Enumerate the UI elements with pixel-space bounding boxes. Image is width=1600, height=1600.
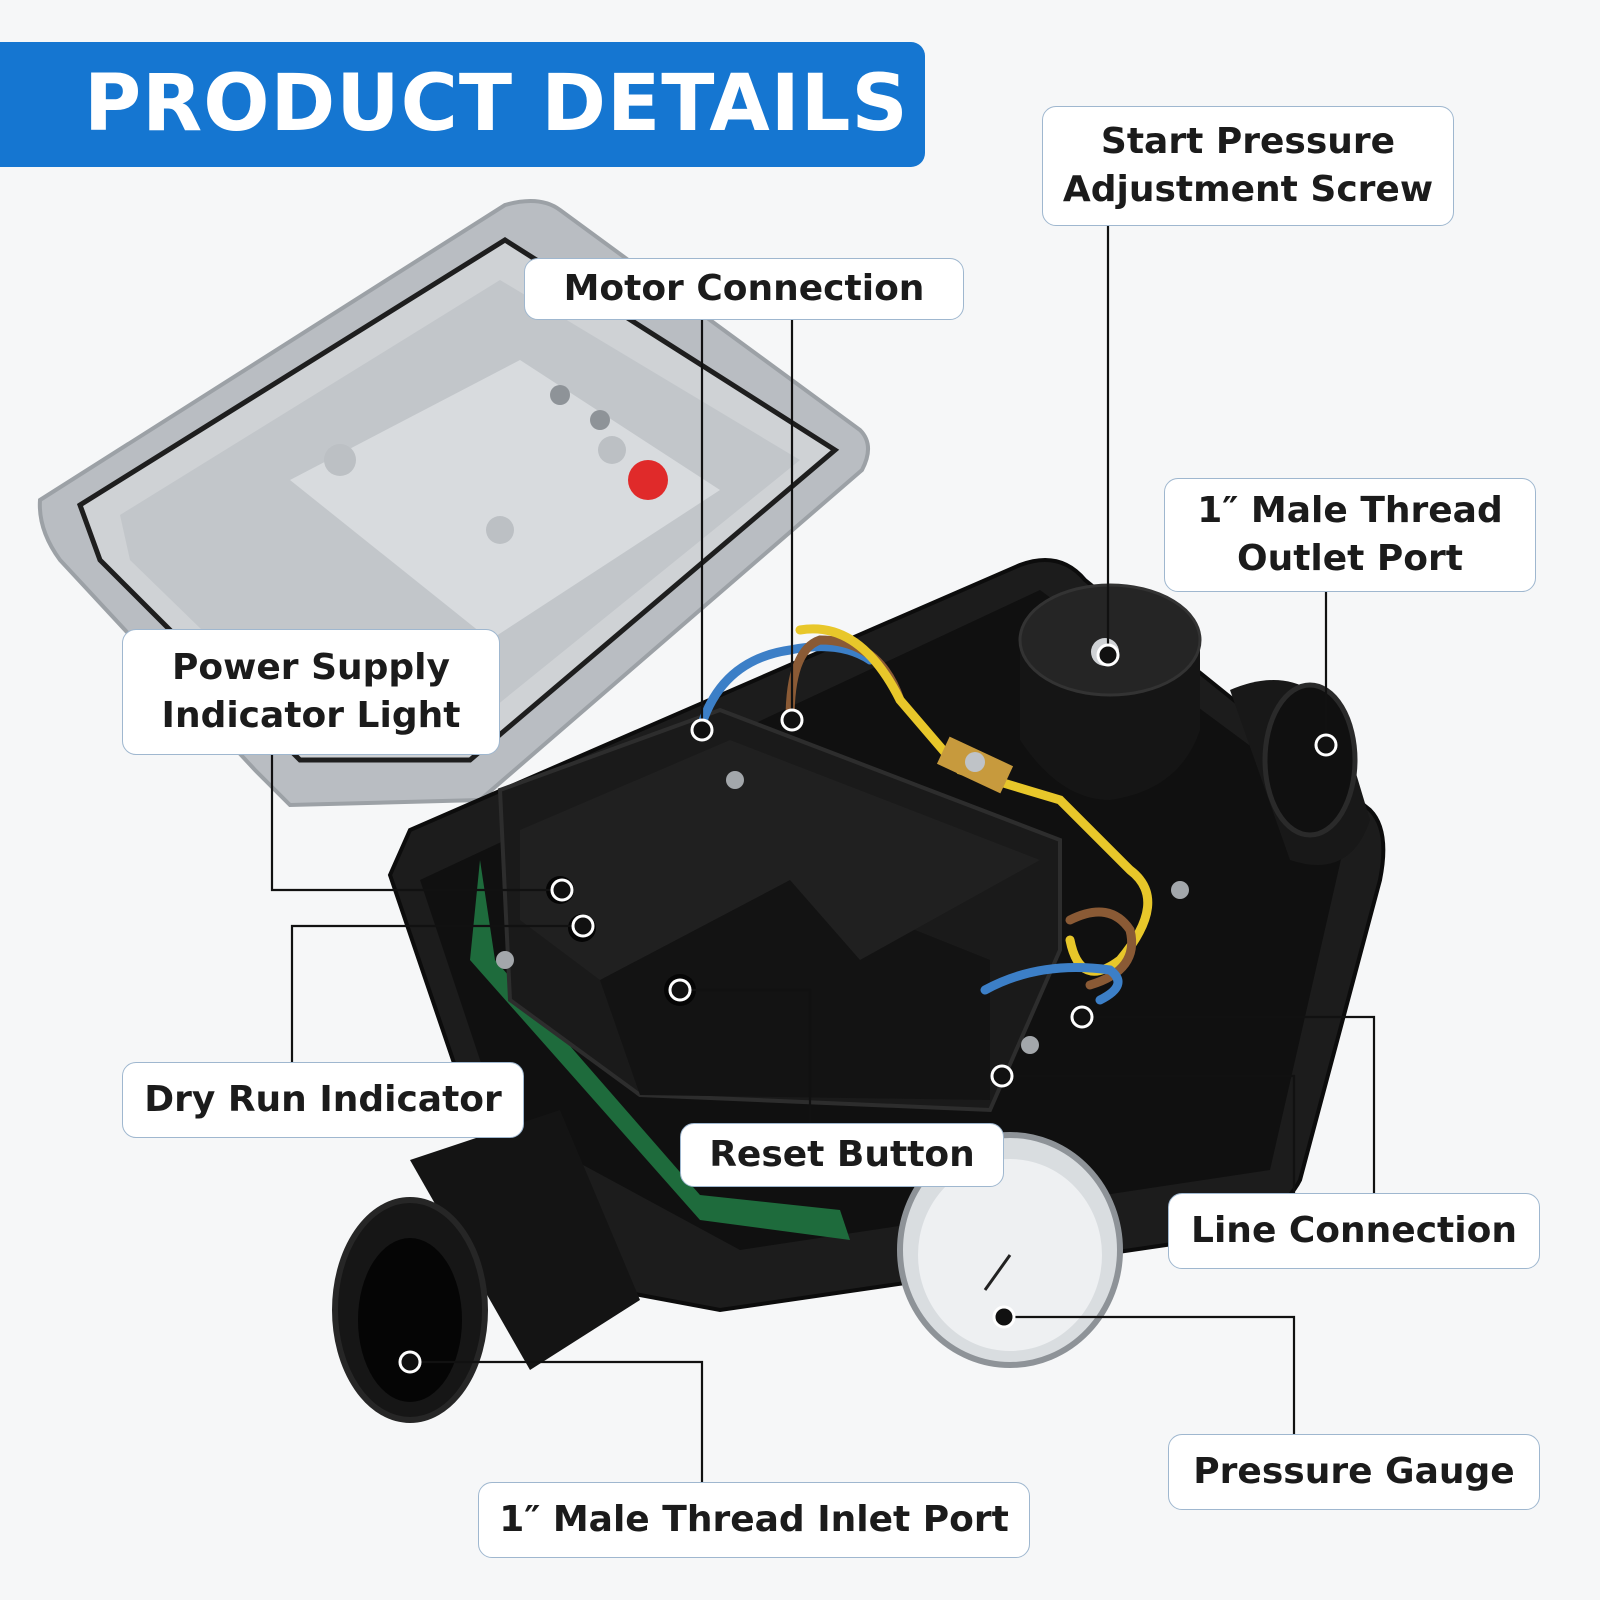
inlet-port [332,1110,640,1423]
adjustment-cylinder [1018,583,1202,800]
callout-outlet-port: 1″ Male Thread Outlet Port [1164,478,1536,592]
leader-dots [398,643,1338,1374]
callout-label: Motor Connection [563,268,925,309]
callout-label: Pressure Gauge [1193,1451,1515,1492]
callout-label: 1″ Male Thread Inlet Port [499,1499,1009,1540]
callout-label-line2: Indicator Light [161,695,461,736]
callout-start-pressure-screw: Start Pressure Adjustment Screw [1042,106,1454,226]
callout-motor-connection: Motor Connection [524,258,964,320]
callout-label-line1: 1″ Male Thread [1197,490,1503,531]
pressure-gauge-dial [897,1132,1123,1368]
callout-pressure-gauge: Pressure Gauge [1168,1434,1540,1510]
outlet-port [1230,680,1370,865]
callout-power-indicator: Power Supply Indicator Light [122,629,500,755]
leader-lines [270,226,1376,1482]
callout-label: Reset Button [709,1134,975,1175]
callout-label-line1: Start Pressure [1100,121,1396,162]
callout-dry-run-indicator: Dry Run Indicator [122,1062,524,1138]
callout-inlet-port: 1″ Male Thread Inlet Port [478,1482,1030,1558]
callout-label-line1: Power Supply [172,647,450,688]
indicator-lens [628,460,668,500]
callout-label-line2: Outlet Port [1236,538,1464,579]
callout-label-line2: Adjustment Screw [1062,169,1434,210]
callout-reset-button: Reset Button [680,1123,1004,1187]
callout-line-connection: Line Connection [1168,1193,1540,1269]
title-banner [0,42,925,167]
callout-label: Dry Run Indicator [144,1079,502,1120]
page-title: PRODUCT DETAILS [84,59,909,149]
pressure-control-body [332,558,1386,1423]
callout-label: Line Connection [1191,1210,1517,1251]
